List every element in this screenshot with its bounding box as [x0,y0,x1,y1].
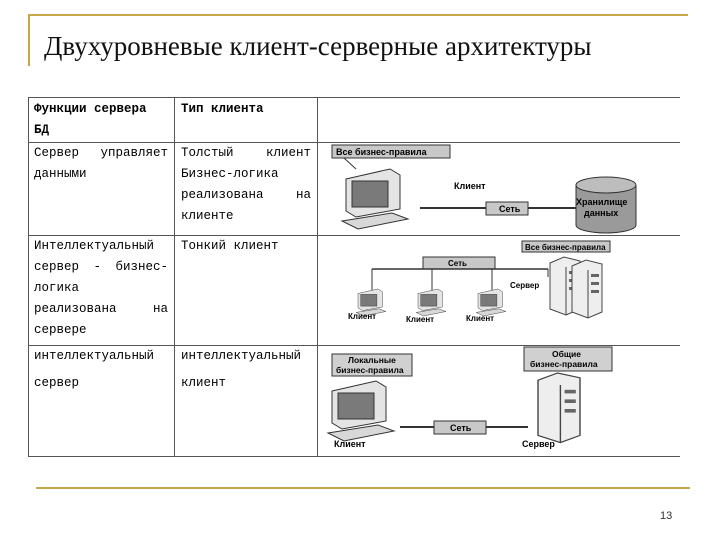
cell-line: сервер-бизнес- [34,260,168,274]
desktop-computer-icon [341,168,409,230]
business-rules-label: Все бизнес-правила [525,243,606,252]
cell-line: Тонкий клиент [181,239,279,253]
header-server-functions: Функции сервера БД [34,99,168,141]
server-tower-icon [571,259,603,319]
table-rule-left [28,97,29,457]
table-rule-row1 [28,235,680,236]
network-label: Сеть [448,259,467,268]
table-rule-col1 [174,97,175,457]
local-rules-label: Локальные [348,355,396,365]
client-label: Клиент [334,439,366,449]
table-rule-col2 [317,97,318,457]
table-rule-bottom [28,456,680,457]
footer-line [36,487,690,489]
local-rules-label-box [331,353,413,377]
thin-client-diagram: Все бизнес-правила Сеть Сервер Клиент Кл… [348,240,611,324]
network-label-box [485,201,529,216]
client-label: Клиент [466,314,494,323]
cell-line: Бизнес-логика [181,167,279,181]
desktop-computer-icon [327,380,395,442]
page-number: 13 [660,510,673,522]
table-rule-row2 [28,345,680,346]
frame-left-line [28,14,30,66]
network-label: Сеть [499,204,521,214]
cell-line: сервер [34,376,80,390]
business-rules-label: Все бизнес-правила [336,147,428,157]
header-line: Функции сервера [34,102,147,116]
storage-label: данных [584,208,618,218]
header-line: БД [34,123,50,137]
architecture-diagrams: Все бизнес-правила Клиент Сеть Хранилище… [327,144,637,449]
row2-server-cell: Интеллектуальный сервер-бизнес- логика р… [34,236,168,341]
row3-server-cell: интеллектуальный сервер [34,346,168,394]
server-label: Сервер [510,281,539,290]
storage-label: Хранилище [576,197,627,207]
cell-line: логика [34,281,80,295]
shared-rules-label: бизнес-правила [530,359,598,369]
cell-line: Интеллектуальный [34,239,155,253]
client-label: Клиент [348,312,376,321]
table-rule-header [28,142,680,143]
local-rules-label: бизнес-правила [336,365,404,375]
shared-rules-label-box [523,346,613,372]
thick-client-diagram: Все бизнес-правила Клиент Сеть Хранилище… [331,144,637,234]
network-label-box [433,420,487,435]
row3-client-cell: интеллектуальный клиент [181,346,311,394]
thin-client-computer-icon [415,288,447,317]
cell-line: сервере [34,323,87,337]
business-rules-label-box [331,144,451,159]
header-client-type: Тип клиента [181,102,264,116]
server-label: Сервер [522,439,555,449]
network-label: Сеть [450,423,472,433]
server-tower-icon [537,372,581,444]
cell-line: интеллектуальный [181,349,302,363]
shared-rules-label: Общие [552,349,581,359]
client-label: Клиент [454,181,486,191]
table-rule-top [28,97,680,98]
row2-client-cell: Тонкий клиент [181,236,311,257]
cell-line: клиент [181,376,227,390]
cell-line: клиенте [181,209,234,223]
thin-client-computer-icon [475,288,507,317]
callout-line [343,157,357,170]
client-label: Клиент [406,315,434,324]
smart-client-diagram: Локальные бизнес-правила Сеть Клиент Общ… [327,346,613,449]
cell-line: данными [34,167,87,181]
cell-line: интеллектуальный [34,349,155,363]
database-cylinder-icon [575,185,637,234]
frame-top-line [28,14,688,16]
slide-title: Двухуровневые клиент-серверные архитекту… [44,31,592,61]
business-rules-label-box [521,240,611,253]
